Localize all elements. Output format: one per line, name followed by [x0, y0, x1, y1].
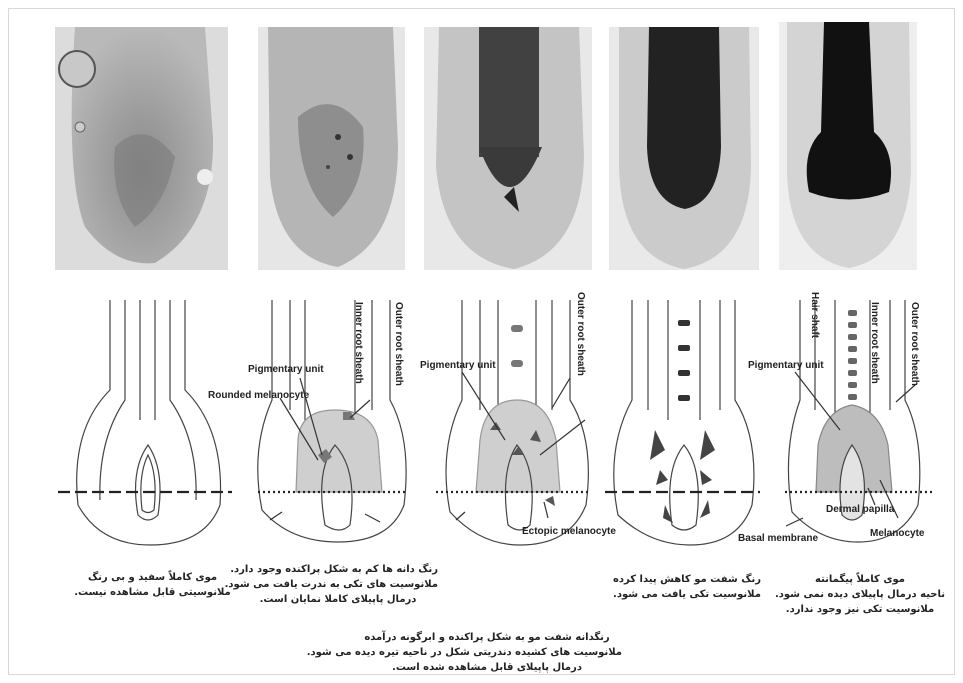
caption-3: رنگدانه شفت مو به شکل پراکنده و ابرگونه …: [352, 630, 622, 675]
diagram-4-follicle: [614, 300, 754, 545]
caption-3-line-1: رنگدانه شفت مو به شکل پراکنده و ابرگونه …: [352, 630, 622, 645]
caption-5-line-2: ناحیه درمال پاپیلای دیده نمی شود.: [770, 587, 950, 602]
label-outer-root-sheath-5: Outer root sheath: [909, 302, 920, 386]
label-melanocyte: Melanocyte: [870, 528, 925, 539]
caption-2-line-2: ملانوسیت های تکی به ندرت یافت می شود.: [238, 577, 438, 592]
caption-1: موی کاملاً سفید و بی رنگ ملانوسیتی قابل …: [70, 570, 235, 600]
diagram-3-follicle: [446, 300, 588, 545]
caption-4: رنگ شفت مو کاهش پیدا کرده ملانوسیت تکی ی…: [612, 572, 762, 602]
caption-2-line-1: رنگ دانه ها کم به شکل پراکنده وجود دارد.: [238, 562, 438, 577]
label-hair-shaft: Hair shaft: [809, 292, 820, 339]
caption-5-line-3: ملانوسیت تکی نیز وجود ندارد.: [770, 602, 950, 617]
label-rounded-melanocyte: Rounded melanocyte: [208, 390, 310, 401]
label-ectopic-melanocyte: Ectopic melanocyte: [522, 526, 616, 537]
diagram-2-follicle: [258, 300, 406, 542]
label-basal-membrane: Basal membrane: [738, 533, 818, 544]
caption-1-line-2: ملانوسیتی قابل مشاهده نیست.: [70, 585, 235, 600]
label-pigmentary-unit-3: Pigmentary unit: [420, 360, 496, 371]
label-inner-root-sheath-2: Inner root sheath: [353, 302, 364, 384]
caption-4-line-1: رنگ شفت مو کاهش پیدا کرده: [612, 572, 762, 587]
caption-2-line-3: درمال پاپیلای کاملا نمایان است.: [238, 592, 438, 607]
label-dermal-papilla: Dermal papilla: [826, 504, 895, 515]
diagram-1-follicle: [77, 300, 221, 545]
caption-1-line-1: موی کاملاً سفید و بی رنگ: [70, 570, 235, 585]
caption-3-line-2: ملانوسیت های کشیده دندریتی شکل در ناحیه …: [352, 645, 622, 660]
caption-5-line-1: موی کاملاً پیگمانته: [770, 572, 950, 587]
label-outer-root-sheath-2: Outer root sheath: [393, 302, 404, 386]
caption-5: موی کاملاً پیگمانته ناحیه درمال پاپیلای …: [770, 572, 950, 617]
caption-4-line-2: ملانوسیت تکی یافت می شود.: [612, 587, 762, 602]
label-pigmentary-unit-2: Pigmentary unit: [248, 364, 324, 375]
label-outer-root-sheath-3: Outer root sheath: [575, 292, 586, 376]
caption-3-line-3: درمال پاپیلای قابل مشاهده شده است.: [352, 660, 622, 675]
label-inner-root-sheath-5: Inner root sheath: [869, 302, 880, 384]
label-pigmentary-unit-5: Pigmentary unit: [748, 360, 824, 371]
caption-2: رنگ دانه ها کم به شکل پراکنده وجود دارد.…: [238, 562, 438, 607]
